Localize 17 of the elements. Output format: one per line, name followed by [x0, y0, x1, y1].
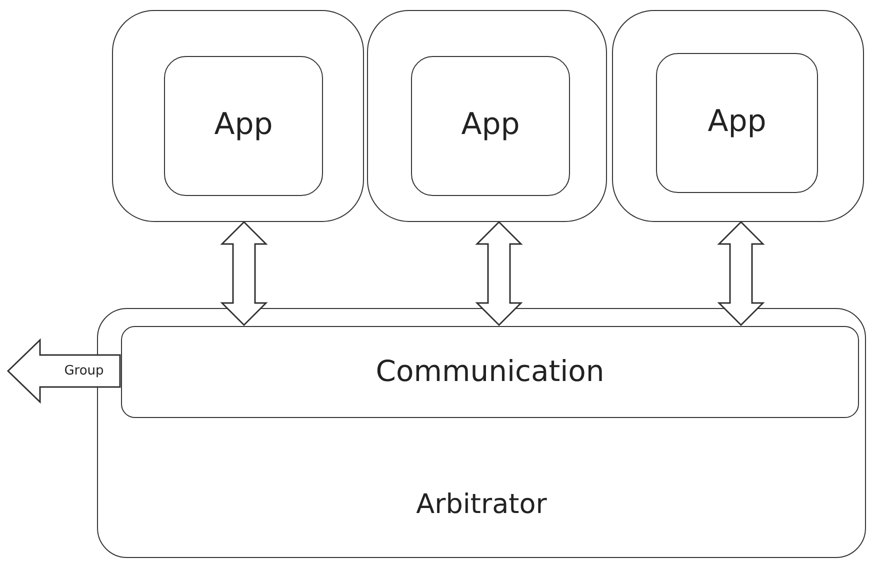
double-block-arrow: [220, 220, 268, 326]
node-label: Communication: [374, 354, 606, 388]
app-box: [411, 56, 570, 196]
box-container: [612, 10, 864, 222]
double-block-arrow: [475, 220, 523, 326]
app-box: [164, 56, 323, 196]
communication-box: [121, 326, 859, 418]
app-box: [656, 53, 818, 193]
node-label: App: [706, 104, 768, 140]
edge-label: Group: [64, 364, 104, 378]
double-block-arrow: [717, 220, 765, 326]
node-label: App: [213, 107, 274, 143]
box-container: [112, 10, 364, 222]
node-label: Arbitrator: [415, 489, 548, 522]
node-label: App: [460, 107, 521, 143]
box-container: [367, 10, 607, 222]
block-arrow: [6, 338, 121, 404]
